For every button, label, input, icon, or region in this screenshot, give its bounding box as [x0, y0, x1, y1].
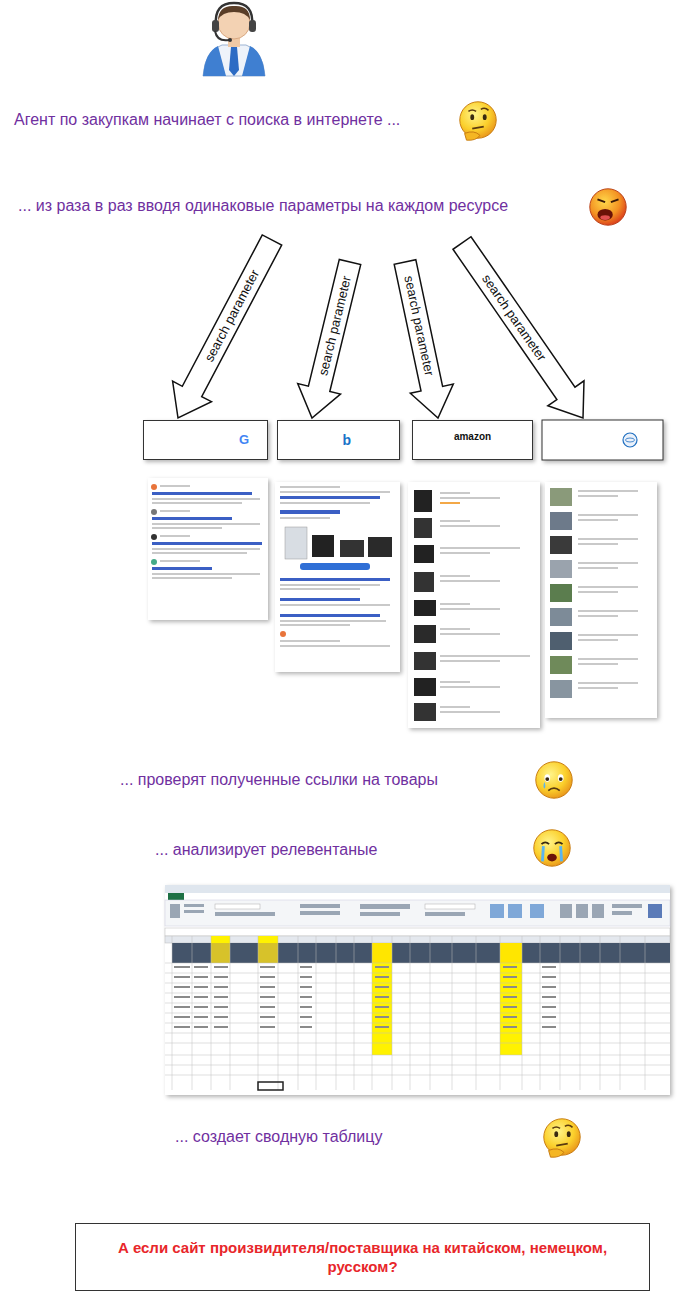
- emoji: [544, 1119, 580, 1157]
- step-text: Агент по закупкам начинает с поиска в ин…: [14, 110, 400, 129]
- shop-screenshot: [545, 482, 657, 718]
- step-text: ... из раза в раз вводя одинаковые парам…: [18, 196, 508, 215]
- block-arrow: [173, 235, 282, 418]
- search-engine-box: [542, 420, 663, 460]
- node-text: b: [342, 431, 351, 449]
- step-text: ... анализирует релевентаные: [155, 840, 377, 859]
- arrow-label: search parameter: [479, 272, 550, 365]
- block-arrow: [394, 260, 453, 418]
- emoji: [534, 830, 570, 866]
- emoji: [590, 189, 626, 225]
- search-engine-box: G: [143, 420, 268, 460]
- node-text: amazon: [454, 430, 491, 443]
- node-text: G: [239, 432, 249, 449]
- step-text: ... создает сводную таблицу: [175, 1127, 382, 1146]
- search-screenshot: [148, 478, 268, 620]
- search-engine-box: amazon: [412, 420, 533, 460]
- emoji: [536, 762, 572, 798]
- spreadsheet-screenshot: [165, 885, 670, 1095]
- arrow-label: search parameter: [400, 274, 436, 377]
- arrow-label: search parameter: [201, 267, 262, 364]
- node-text: А если сайт произвидителя/поставщика на …: [96, 1238, 629, 1277]
- block-arrow: [298, 259, 361, 418]
- step-text: ... проверят полученные ссылки на товары: [120, 770, 438, 789]
- block-arrow: [453, 237, 584, 418]
- shop-screenshot: [408, 482, 540, 728]
- search-engine-box: b: [277, 420, 400, 460]
- question-box: А если сайт произвидителя/поставщика на …: [75, 1223, 650, 1291]
- emoji: [460, 102, 496, 140]
- search-screenshot: [275, 482, 400, 672]
- agent-icon: [203, 3, 265, 76]
